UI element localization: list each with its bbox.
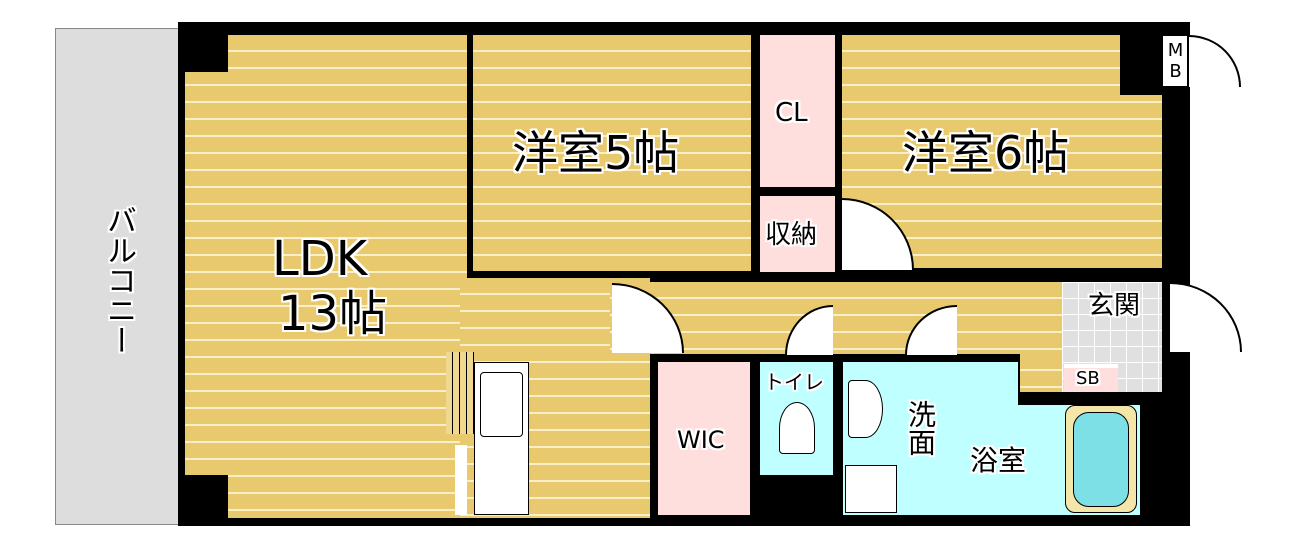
closet [760, 35, 835, 187]
toilet-bowl-icon [779, 402, 815, 454]
mb-door[interactable] [1189, 35, 1241, 87]
ldk-size-label: 13帖 [278, 286, 388, 342]
bathroom-label: 浴室 [970, 444, 1027, 477]
balcony-label: バルコニー [101, 205, 136, 355]
ldk-room [185, 35, 467, 518]
kitchen-counter [474, 362, 529, 515]
wic-label: WIC [677, 426, 725, 454]
storage-label: 収納 [765, 220, 818, 250]
ldk-label: LDK [272, 231, 368, 287]
column [178, 22, 228, 72]
closet-label: CL [775, 98, 808, 128]
shoe-box [1064, 364, 1118, 392]
washing-machine-space [845, 465, 897, 513]
wash-basin-icon [848, 380, 883, 438]
bathtub-inner [1073, 412, 1129, 507]
balcony [55, 28, 181, 525]
corridor [610, 282, 1062, 354]
corridor-end [1020, 354, 1062, 392]
western-room-5 [473, 35, 751, 271]
fridge-space [455, 445, 467, 515]
toilet-label: トイレ [764, 370, 824, 394]
toilet-cross-box [760, 485, 833, 515]
western-6-label: 洋室6帖 [902, 126, 1070, 180]
meter-box [1162, 35, 1188, 87]
entrance-label: 玄関 [1088, 291, 1141, 321]
sink [480, 372, 523, 437]
column [178, 475, 228, 525]
washroom-label: 洗面 [904, 400, 937, 456]
column [1120, 28, 1165, 95]
western-5-label: 洋室5帖 [512, 126, 680, 180]
walk-in-closet [658, 362, 750, 515]
shoe-box-label: SB [1076, 368, 1100, 389]
storage [760, 196, 835, 272]
entrance-door[interactable] [1170, 282, 1242, 352]
kitchen-shelf [446, 352, 474, 434]
mb-label: MB [1165, 40, 1186, 82]
